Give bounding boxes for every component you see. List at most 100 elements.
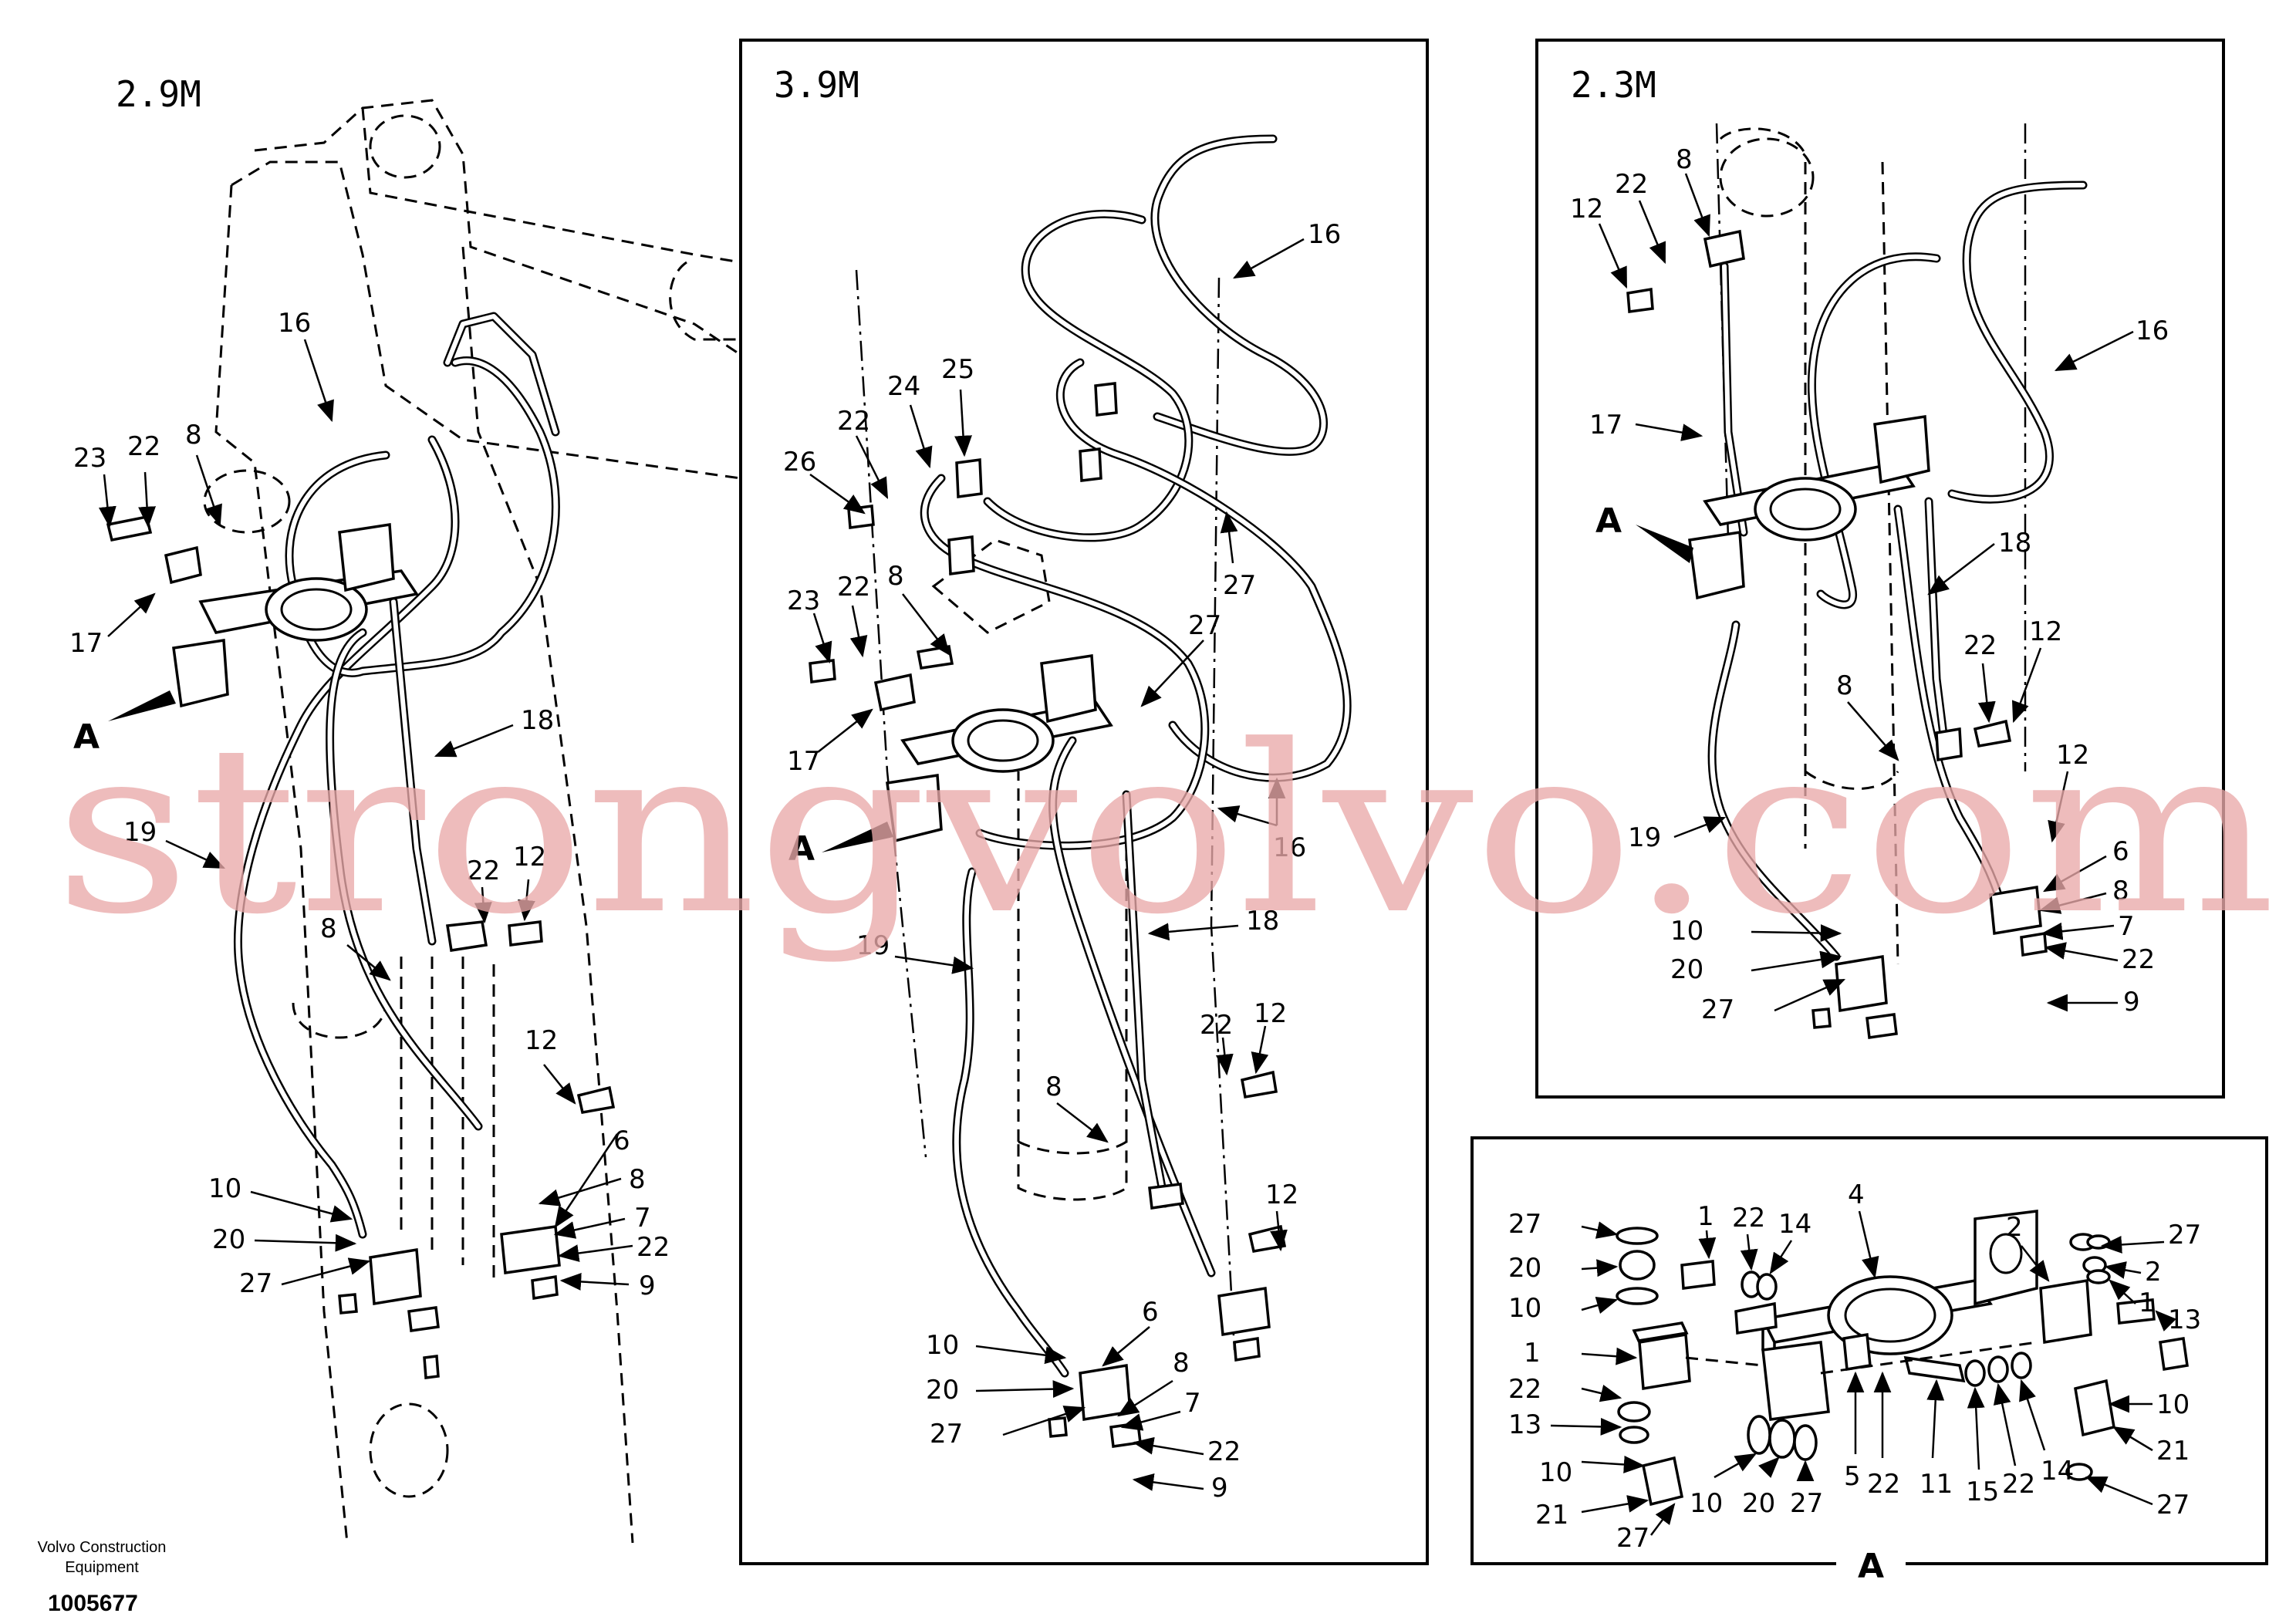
leaders-view-a bbox=[1550, 1210, 2176, 1536]
callout-label: 10 bbox=[1508, 1293, 1541, 1324]
callout-label: 16 bbox=[278, 308, 311, 339]
callout-label: 7 bbox=[2118, 911, 2135, 942]
callout-label: 17 bbox=[787, 746, 820, 777]
callout-label: 22 bbox=[1615, 169, 1648, 200]
leaders-2-9m bbox=[98, 339, 633, 1291]
view-a-detail: A bbox=[1470, 1136, 2268, 1586]
callout-label: 27 bbox=[1616, 1523, 1649, 1554]
callout-label: 21 bbox=[1535, 1500, 1568, 1531]
section-title-2-9m: 2.9M bbox=[116, 73, 201, 115]
callout-labels-3-9m: 16 22 24 25 26 27 23 22 8 27 17 A 16 18 … bbox=[783, 219, 1341, 1504]
view-a-marker: A bbox=[1595, 501, 1622, 541]
callout-label: 22 bbox=[837, 572, 870, 602]
callout-label: 10 bbox=[2156, 1389, 2190, 1420]
hose-lines bbox=[1707, 181, 2088, 961]
callout-label: 22 bbox=[467, 856, 500, 886]
callout-label: 14 bbox=[2041, 1456, 2074, 1487]
view-a-marker: A bbox=[788, 829, 815, 869]
callout-label: 22 bbox=[2122, 944, 2155, 975]
section-title-3-9m: 3.9M bbox=[774, 64, 859, 106]
callout-labels-view-a: 27 20 10 1 22 13 10 21 27 1 22 14 4 5 22… bbox=[1508, 1180, 2201, 1554]
callout-label: 8 bbox=[1045, 1072, 1062, 1102]
callout-label: 12 bbox=[2056, 740, 2089, 771]
callout-label: 27 bbox=[1701, 994, 1734, 1025]
callout-label: 22 bbox=[1963, 630, 1997, 661]
callout-label: 5 bbox=[1844, 1461, 1861, 1492]
callout-label: 14 bbox=[1778, 1209, 1811, 1240]
callout-label: 23 bbox=[73, 443, 106, 474]
callout-label: 27 bbox=[2156, 1490, 2190, 1520]
callout-label: 7 bbox=[634, 1203, 651, 1234]
callout-label: 27 bbox=[1188, 610, 1221, 641]
section-2-3m: 2.3M bbox=[1535, 39, 2225, 1099]
callout-label: 27 bbox=[239, 1268, 272, 1299]
exploded-parts bbox=[1616, 1210, 2189, 1507]
callout-label: 2 bbox=[2006, 1212, 2023, 1243]
callout-label: 12 bbox=[1265, 1180, 1298, 1210]
callout-label: 9 bbox=[639, 1271, 656, 1301]
document-number: 1005677 bbox=[48, 1591, 138, 1616]
callout-label: 12 bbox=[513, 842, 546, 872]
frame-2-3m bbox=[1535, 39, 2225, 1099]
callout-label: 12 bbox=[1254, 998, 1287, 1029]
maker-line-2: Equipment bbox=[65, 1559, 139, 1576]
callout-label: 22 bbox=[2002, 1469, 2035, 1500]
callout-label: 8 bbox=[2112, 876, 2129, 906]
callout-label: 27 bbox=[2168, 1220, 2201, 1250]
callout-label: 6 bbox=[1142, 1297, 1159, 1328]
callout-label: 22 bbox=[1207, 1436, 1241, 1467]
callout-label: 10 bbox=[926, 1330, 959, 1361]
callout-label: 27 bbox=[1508, 1209, 1541, 1240]
callout-label: 12 bbox=[2029, 616, 2062, 647]
callout-label: 23 bbox=[787, 586, 820, 616]
callout-label: 8 bbox=[1676, 144, 1693, 175]
callout-labels-2-9m: 23 22 8 16 17 A 18 19 22 12 8 12 6 8 7 2… bbox=[69, 308, 670, 1301]
callout-label: 13 bbox=[2168, 1304, 2201, 1335]
maker-line-1: Volvo Construction bbox=[38, 1539, 167, 1556]
view-a-caption: A bbox=[1858, 1547, 1884, 1586]
callout-label: 22 bbox=[1732, 1203, 1765, 1234]
valve-assembly bbox=[106, 515, 616, 1379]
callout-label: 7 bbox=[1184, 1388, 1201, 1419]
callout-label: 8 bbox=[320, 913, 337, 944]
callout-label: 8 bbox=[1836, 670, 1853, 701]
callout-label: 20 bbox=[1670, 954, 1703, 985]
callout-label: 10 bbox=[1539, 1457, 1572, 1488]
callout-label: 8 bbox=[629, 1164, 646, 1195]
section-3-9m: 3.9M bbox=[739, 39, 1429, 1565]
footer: Volvo Construction Equipment 1005677 bbox=[38, 1539, 167, 1616]
callout-label: 8 bbox=[887, 561, 904, 592]
callout-label: 16 bbox=[1308, 219, 1341, 250]
callout-label: 27 bbox=[1790, 1488, 1823, 1519]
callout-label: 18 bbox=[1998, 528, 2031, 559]
callout-label: 16 bbox=[2136, 316, 2169, 346]
callout-label: 6 bbox=[613, 1126, 630, 1156]
callout-label: 27 bbox=[930, 1419, 963, 1450]
callout-label: 10 bbox=[208, 1173, 241, 1204]
section-title-2-3m: 2.3M bbox=[1571, 64, 1656, 106]
callout-label: 12 bbox=[525, 1025, 558, 1056]
callout-label: 17 bbox=[69, 628, 103, 659]
callout-label: 2 bbox=[2145, 1257, 2162, 1288]
callout-label: 9 bbox=[2123, 987, 2140, 1018]
callout-label: 20 bbox=[926, 1375, 959, 1406]
callout-label: 19 bbox=[1628, 822, 1661, 853]
callout-label: 22 bbox=[1867, 1469, 1900, 1500]
callout-label: 25 bbox=[941, 354, 974, 385]
callout-label: 12 bbox=[1570, 194, 1603, 224]
callout-label: 27 bbox=[1223, 570, 1256, 601]
callout-label: 22 bbox=[837, 406, 870, 437]
callout-label: 17 bbox=[1589, 410, 1622, 440]
watermark-text: strongvolvo.com bbox=[54, 696, 2276, 965]
section-2-9m: 2.9M bbox=[69, 73, 741, 1544]
callout-label: 10 bbox=[1670, 916, 1703, 947]
callout-label: 8 bbox=[1173, 1348, 1190, 1379]
callout-label: 19 bbox=[123, 817, 157, 848]
leaders-2-3m bbox=[1598, 173, 2134, 1012]
callout-label: 18 bbox=[521, 705, 554, 736]
callout-label: 22 bbox=[127, 431, 160, 462]
view-a-caption-gap bbox=[1836, 1547, 1906, 1581]
valve-assembly bbox=[809, 382, 1287, 1448]
callout-label: 1 bbox=[1697, 1201, 1714, 1232]
